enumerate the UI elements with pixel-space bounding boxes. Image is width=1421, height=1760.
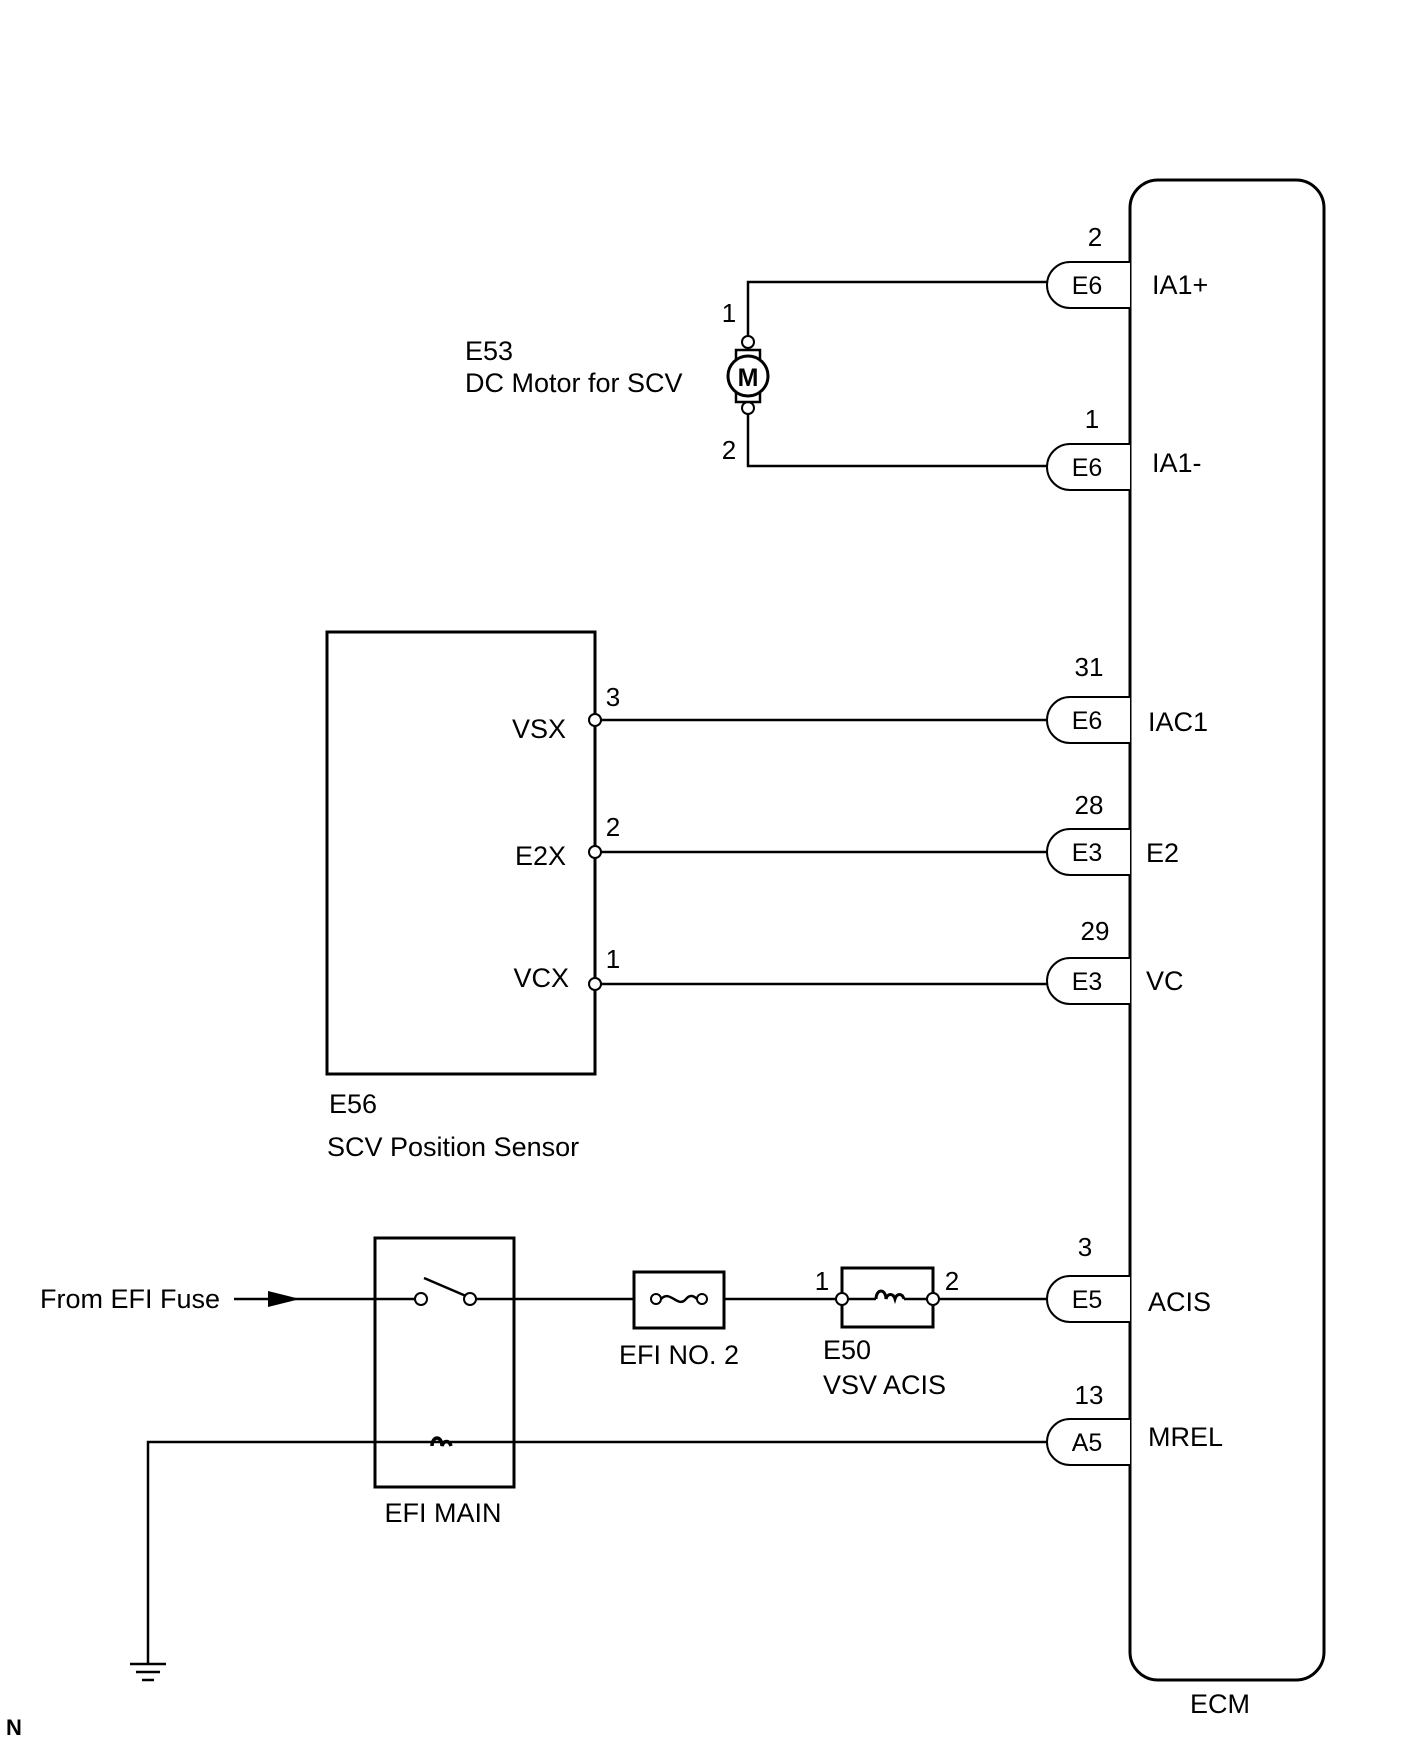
motor-name: DC Motor for SCV: [465, 368, 683, 398]
sensor-terminal-name: VSX: [512, 714, 566, 744]
ecm-connector-vc: E3 29 VC: [1046, 916, 1184, 1005]
pin-signal: VC: [1146, 966, 1184, 996]
pin-number: 31: [1075, 652, 1104, 682]
arrow-icon: [268, 1291, 300, 1307]
scv-position-sensor: VSX E2X VCX 3 2 1 E56 SCV Position Senso…: [325, 630, 1047, 1162]
pin-number: 13: [1075, 1380, 1104, 1410]
pin-signal: IA1-: [1152, 448, 1202, 478]
dc-motor: M 1 2 E53 DC Motor for SCV: [465, 280, 1047, 468]
vsv-name: VSV ACIS: [823, 1370, 946, 1400]
ecm-connector-e2: E3 28 E2: [1046, 790, 1179, 876]
ecm-connector-ia1m: E6 1 IA1-: [1046, 404, 1202, 491]
sensor-terminal-name: VCX: [513, 963, 569, 993]
pin-signal: ACIS: [1148, 1287, 1211, 1317]
sensor-name: SCV Position Sensor: [327, 1132, 579, 1162]
connector-code: E6: [1072, 707, 1103, 735]
acis-circuit: From EFI Fuse EFI MAIN EFI NO. 2 1 2 E50…: [40, 1236, 1047, 1528]
ground-icon: [130, 1662, 166, 1682]
motor-icon: [726, 354, 770, 398]
relay-contact-icon: [414, 1292, 428, 1306]
corner-mark: N: [6, 1715, 22, 1740]
connector-code: E6: [1072, 454, 1103, 482]
efi-main-relay: [373, 1236, 516, 1489]
pin-signal: MREL: [1148, 1422, 1223, 1452]
vsv-code: E50: [823, 1335, 871, 1365]
fuse-label: EFI NO. 2: [619, 1340, 739, 1370]
motor-pin-top: 1: [722, 298, 736, 328]
motor-code: E53: [465, 336, 513, 366]
motor-symbol: M: [738, 364, 759, 392]
ecm-connector-mrel: A5 13 MREL: [1046, 1380, 1223, 1466]
connector-code: E5: [1072, 1286, 1103, 1314]
fuse-icon: [650, 1293, 662, 1305]
pin-number: 28: [1075, 790, 1104, 820]
pin-signal: IA1+: [1152, 270, 1208, 300]
connector-code: E3: [1072, 839, 1103, 867]
ecm-label: ECM: [1190, 1689, 1250, 1719]
sensor-terminal-pin: 3: [606, 682, 620, 712]
connector-code: E6: [1072, 272, 1103, 300]
pin-number: 29: [1081, 916, 1110, 946]
source-label: From EFI Fuse: [40, 1284, 220, 1314]
ecm-connector-iac1: E6 31 IAC1: [1046, 652, 1208, 744]
sensor-terminal-pin: 1: [606, 944, 620, 974]
sensor-terminal-pin: 2: [606, 812, 620, 842]
ecm-connector-acis: E5 3 ACIS: [1046, 1232, 1211, 1323]
connector-code: E3: [1072, 968, 1103, 996]
ecm-block: [1128, 178, 1326, 1682]
vsv-pin-right: 2: [945, 1266, 959, 1296]
motor-pin-bottom: 2: [722, 435, 736, 465]
pin-signal: IAC1: [1148, 707, 1208, 737]
ecm-connector-ia1p: E6 2 IA1+: [1046, 222, 1208, 309]
efi-no2-fuse: [632, 1270, 726, 1330]
vsv-pin-left: 1: [815, 1266, 829, 1296]
pin-signal: E2: [1146, 838, 1179, 868]
relay-label: EFI MAIN: [384, 1498, 501, 1528]
pin-number: 3: [1078, 1232, 1092, 1262]
pin-number: 2: [1088, 222, 1102, 252]
sensor-terminal-name: E2X: [515, 841, 566, 871]
pin-number: 1: [1085, 404, 1099, 434]
mrel-circuit: [130, 1436, 1047, 1682]
sensor-code: E56: [329, 1089, 377, 1119]
relay-coil-icon: [430, 1436, 453, 1447]
coil-icon: [874, 1289, 906, 1305]
connector-code: A5: [1072, 1429, 1103, 1457]
